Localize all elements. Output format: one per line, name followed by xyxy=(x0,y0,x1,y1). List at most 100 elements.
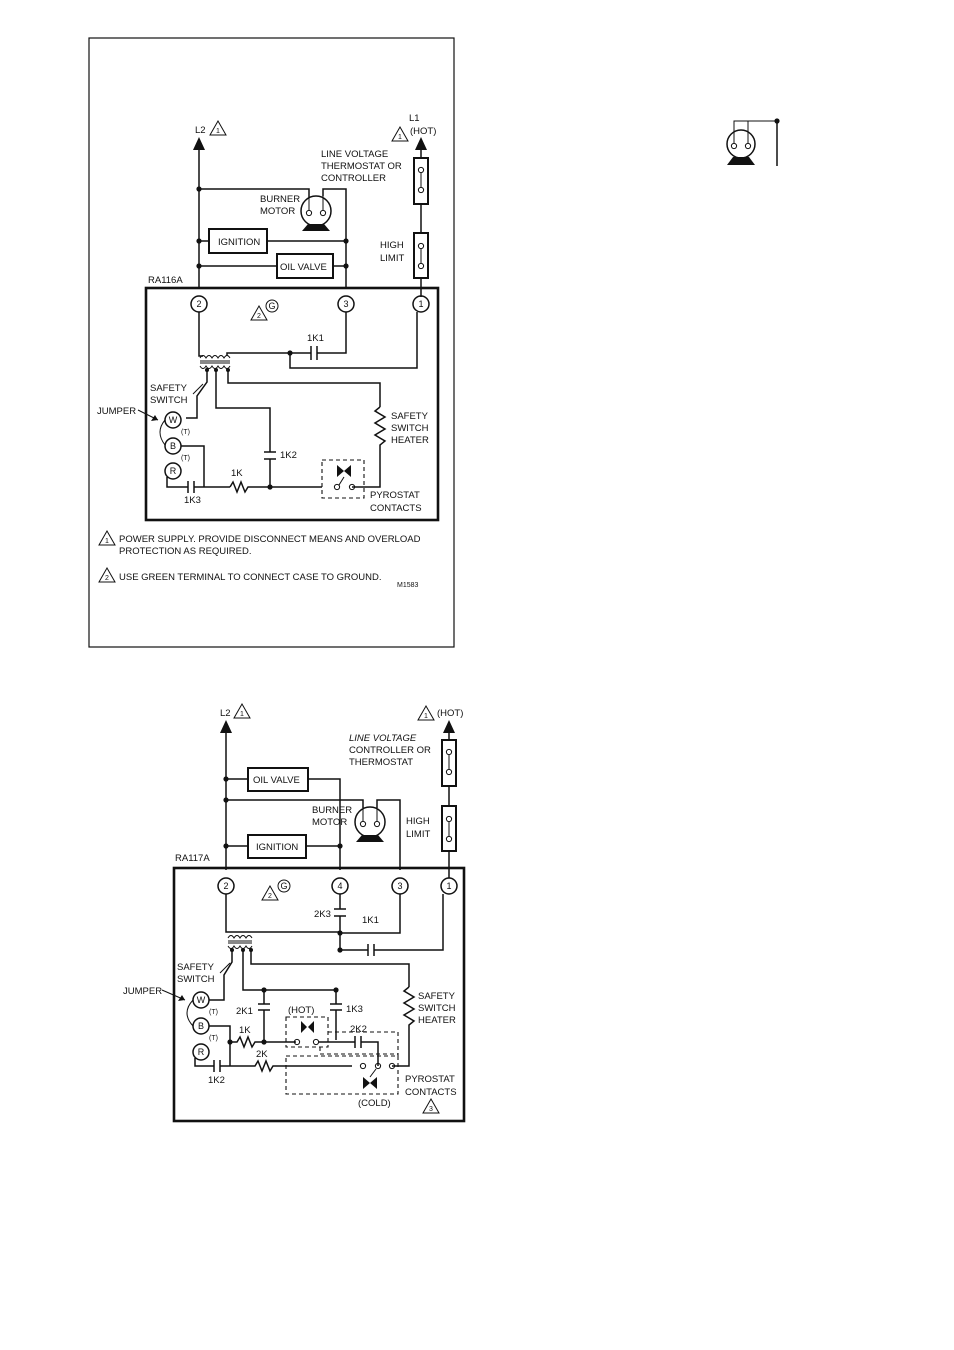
oil-valve-box xyxy=(276,253,334,279)
motor-symbol-icon xyxy=(726,118,780,166)
transformer-icon xyxy=(199,355,231,369)
green-terminal xyxy=(265,299,279,313)
l2-label-2: L2 xyxy=(220,708,231,719)
svg-text:4: 4 xyxy=(337,881,342,891)
svg-text:R: R xyxy=(198,1047,205,1057)
warning-triangle-icon: 1 xyxy=(233,702,251,719)
warning-triangle-icon: 2 xyxy=(98,566,116,583)
terminal-w xyxy=(164,411,182,429)
terminal-1 xyxy=(440,877,458,895)
warning-triangle-icon: 1 xyxy=(417,704,435,721)
terminal-w-2 xyxy=(192,991,210,1009)
burner-motor-icon xyxy=(354,806,386,842)
k2-label: 1K2 xyxy=(280,450,297,461)
svg-text:B: B xyxy=(170,441,176,451)
svg-text:W: W xyxy=(169,415,178,425)
svg-text:3: 3 xyxy=(343,299,348,309)
1k3-label: 1K3 xyxy=(346,1004,363,1015)
diagram1-frame xyxy=(88,37,455,648)
1k1-label: 1K1 xyxy=(362,915,379,926)
svg-text:R: R xyxy=(170,466,177,476)
1k2-label: 1K2 xyxy=(208,1075,225,1086)
relay-case-2 xyxy=(172,866,466,1123)
warning-triangle-icon: 1 xyxy=(98,529,116,546)
l1-arrow-icon xyxy=(443,720,455,733)
2k-label: 2K xyxy=(256,1049,268,1060)
safety-switch-heater-2 xyxy=(392,986,416,1067)
warning-triangle-icon: 2 xyxy=(261,884,279,901)
k-label: 1K xyxy=(231,468,243,479)
svg-text:1: 1 xyxy=(446,881,451,891)
note-2: USE GREEN TERMINAL TO CONNECT CASE TO GR… xyxy=(119,572,382,583)
1k-label-2: 1K xyxy=(239,1025,251,1036)
warning-triangle-icon: 3 xyxy=(422,1097,440,1114)
resistor-1k xyxy=(229,479,322,495)
svg-text:2: 2 xyxy=(105,575,109,582)
pyrostat-box xyxy=(321,459,365,499)
pyrostat-contact-icon xyxy=(301,1021,314,1033)
hot-pyrostat-label: (HOT) xyxy=(288,1005,314,1016)
jumper-label-2: JUMPER xyxy=(123,986,162,997)
svg-text:1: 1 xyxy=(424,713,428,720)
warning-triangle-icon: 2 xyxy=(250,304,268,321)
pyrostat-contact-icon xyxy=(337,465,351,477)
pyrostat-contact-icon xyxy=(363,1077,377,1089)
ignition-label: IGNITION xyxy=(218,237,260,248)
note-1: POWER SUPPLY. PROVIDE DISCONNECT MEANS A… xyxy=(119,534,421,557)
l2-label: L2 xyxy=(195,125,206,136)
k3-label: 1K3 xyxy=(184,495,201,506)
burner-motor-icon xyxy=(300,195,332,231)
hot-label-2: (HOT) xyxy=(437,708,463,719)
green-terminal-2 xyxy=(277,879,291,893)
svg-text:W: W xyxy=(197,995,206,1005)
svg-text:1: 1 xyxy=(240,711,244,718)
2k2-label: 2K2 xyxy=(350,1024,367,1035)
svg-text:1: 1 xyxy=(398,134,402,141)
svg-text:1: 1 xyxy=(105,538,109,545)
svg-text:G: G xyxy=(268,301,275,311)
hot-label: (HOT) xyxy=(410,126,436,137)
safety-switch-heater xyxy=(352,406,387,488)
cold-pyrostat-box xyxy=(285,1055,399,1095)
svg-text:2: 2 xyxy=(257,313,261,320)
resistor-1k-2 xyxy=(209,1025,296,1050)
l2-arrow-icon xyxy=(193,137,205,150)
svg-text:2: 2 xyxy=(223,881,228,891)
terminal-1 xyxy=(412,295,430,313)
2k1-label: 2K1 xyxy=(236,1006,253,1017)
svg-text:(T): (T) xyxy=(181,429,190,436)
terminal-r-2 xyxy=(192,1043,210,1061)
model-label: RA116A xyxy=(148,275,183,286)
figure-code: M1583 xyxy=(397,582,419,589)
transformer-icon xyxy=(227,935,253,949)
svg-text:B: B xyxy=(198,1021,204,1031)
l1-label: L1 xyxy=(409,113,420,124)
model-label-2: RA117A xyxy=(175,853,210,864)
svg-text:1: 1 xyxy=(418,299,423,309)
l2-arrow-icon xyxy=(220,720,232,733)
jumper-label: JUMPER xyxy=(97,406,136,417)
svg-text:3: 3 xyxy=(429,1106,433,1113)
2k3-label: 2K3 xyxy=(314,909,331,920)
svg-text:2: 2 xyxy=(196,299,201,309)
resistor-2k xyxy=(194,1058,352,1074)
safety-switch-contact-2 xyxy=(209,950,233,1001)
svg-text:G: G xyxy=(280,881,287,891)
warning-triangle-icon: 1 xyxy=(391,125,409,142)
safety-switch-contact xyxy=(186,370,208,419)
l1-arrow-icon xyxy=(415,137,427,150)
